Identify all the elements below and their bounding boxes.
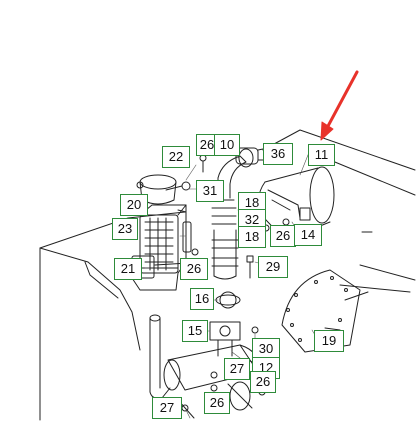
callout-20[interactable]: 20	[120, 194, 148, 216]
callout-18-upper[interactable]: 18	[238, 192, 266, 214]
callout-14[interactable]: 14	[294, 224, 322, 246]
callout-23[interactable]: 23	[112, 218, 138, 240]
highlight-arrow	[320, 70, 359, 141]
callout-11[interactable]: 11	[308, 144, 335, 166]
callout-31[interactable]: 31	[196, 180, 224, 202]
callout-30[interactable]: 30	[252, 338, 280, 360]
callout-21[interactable]: 21	[114, 258, 142, 280]
hose-clamp-fittings	[184, 154, 290, 379]
callout-10[interactable]: 10	[214, 134, 240, 156]
callout-22[interactable]: 22	[162, 146, 190, 168]
callout-27-lower[interactable]: 27	[152, 397, 182, 419]
callout-29[interactable]: 29	[258, 256, 288, 278]
callout-27-middle[interactable]: 27	[224, 358, 250, 380]
callout-18-lower[interactable]: 18	[238, 226, 266, 248]
bolt	[246, 255, 254, 279]
callout-36[interactable]: 36	[263, 143, 293, 165]
exhaust-flange	[209, 321, 241, 357]
heat-shield-plate	[281, 269, 369, 353]
callout-26-left[interactable]: 26	[180, 258, 208, 280]
callout-26-middle[interactable]: 26	[270, 225, 296, 247]
callout-26-bottom[interactable]: 26	[204, 392, 230, 414]
callout-32[interactable]: 32	[238, 209, 266, 231]
callout-19[interactable]: 19	[314, 330, 344, 352]
callout-15[interactable]: 15	[182, 320, 208, 342]
callout-16[interactable]: 16	[190, 288, 214, 310]
callout-26-lower[interactable]: 26	[250, 371, 276, 393]
